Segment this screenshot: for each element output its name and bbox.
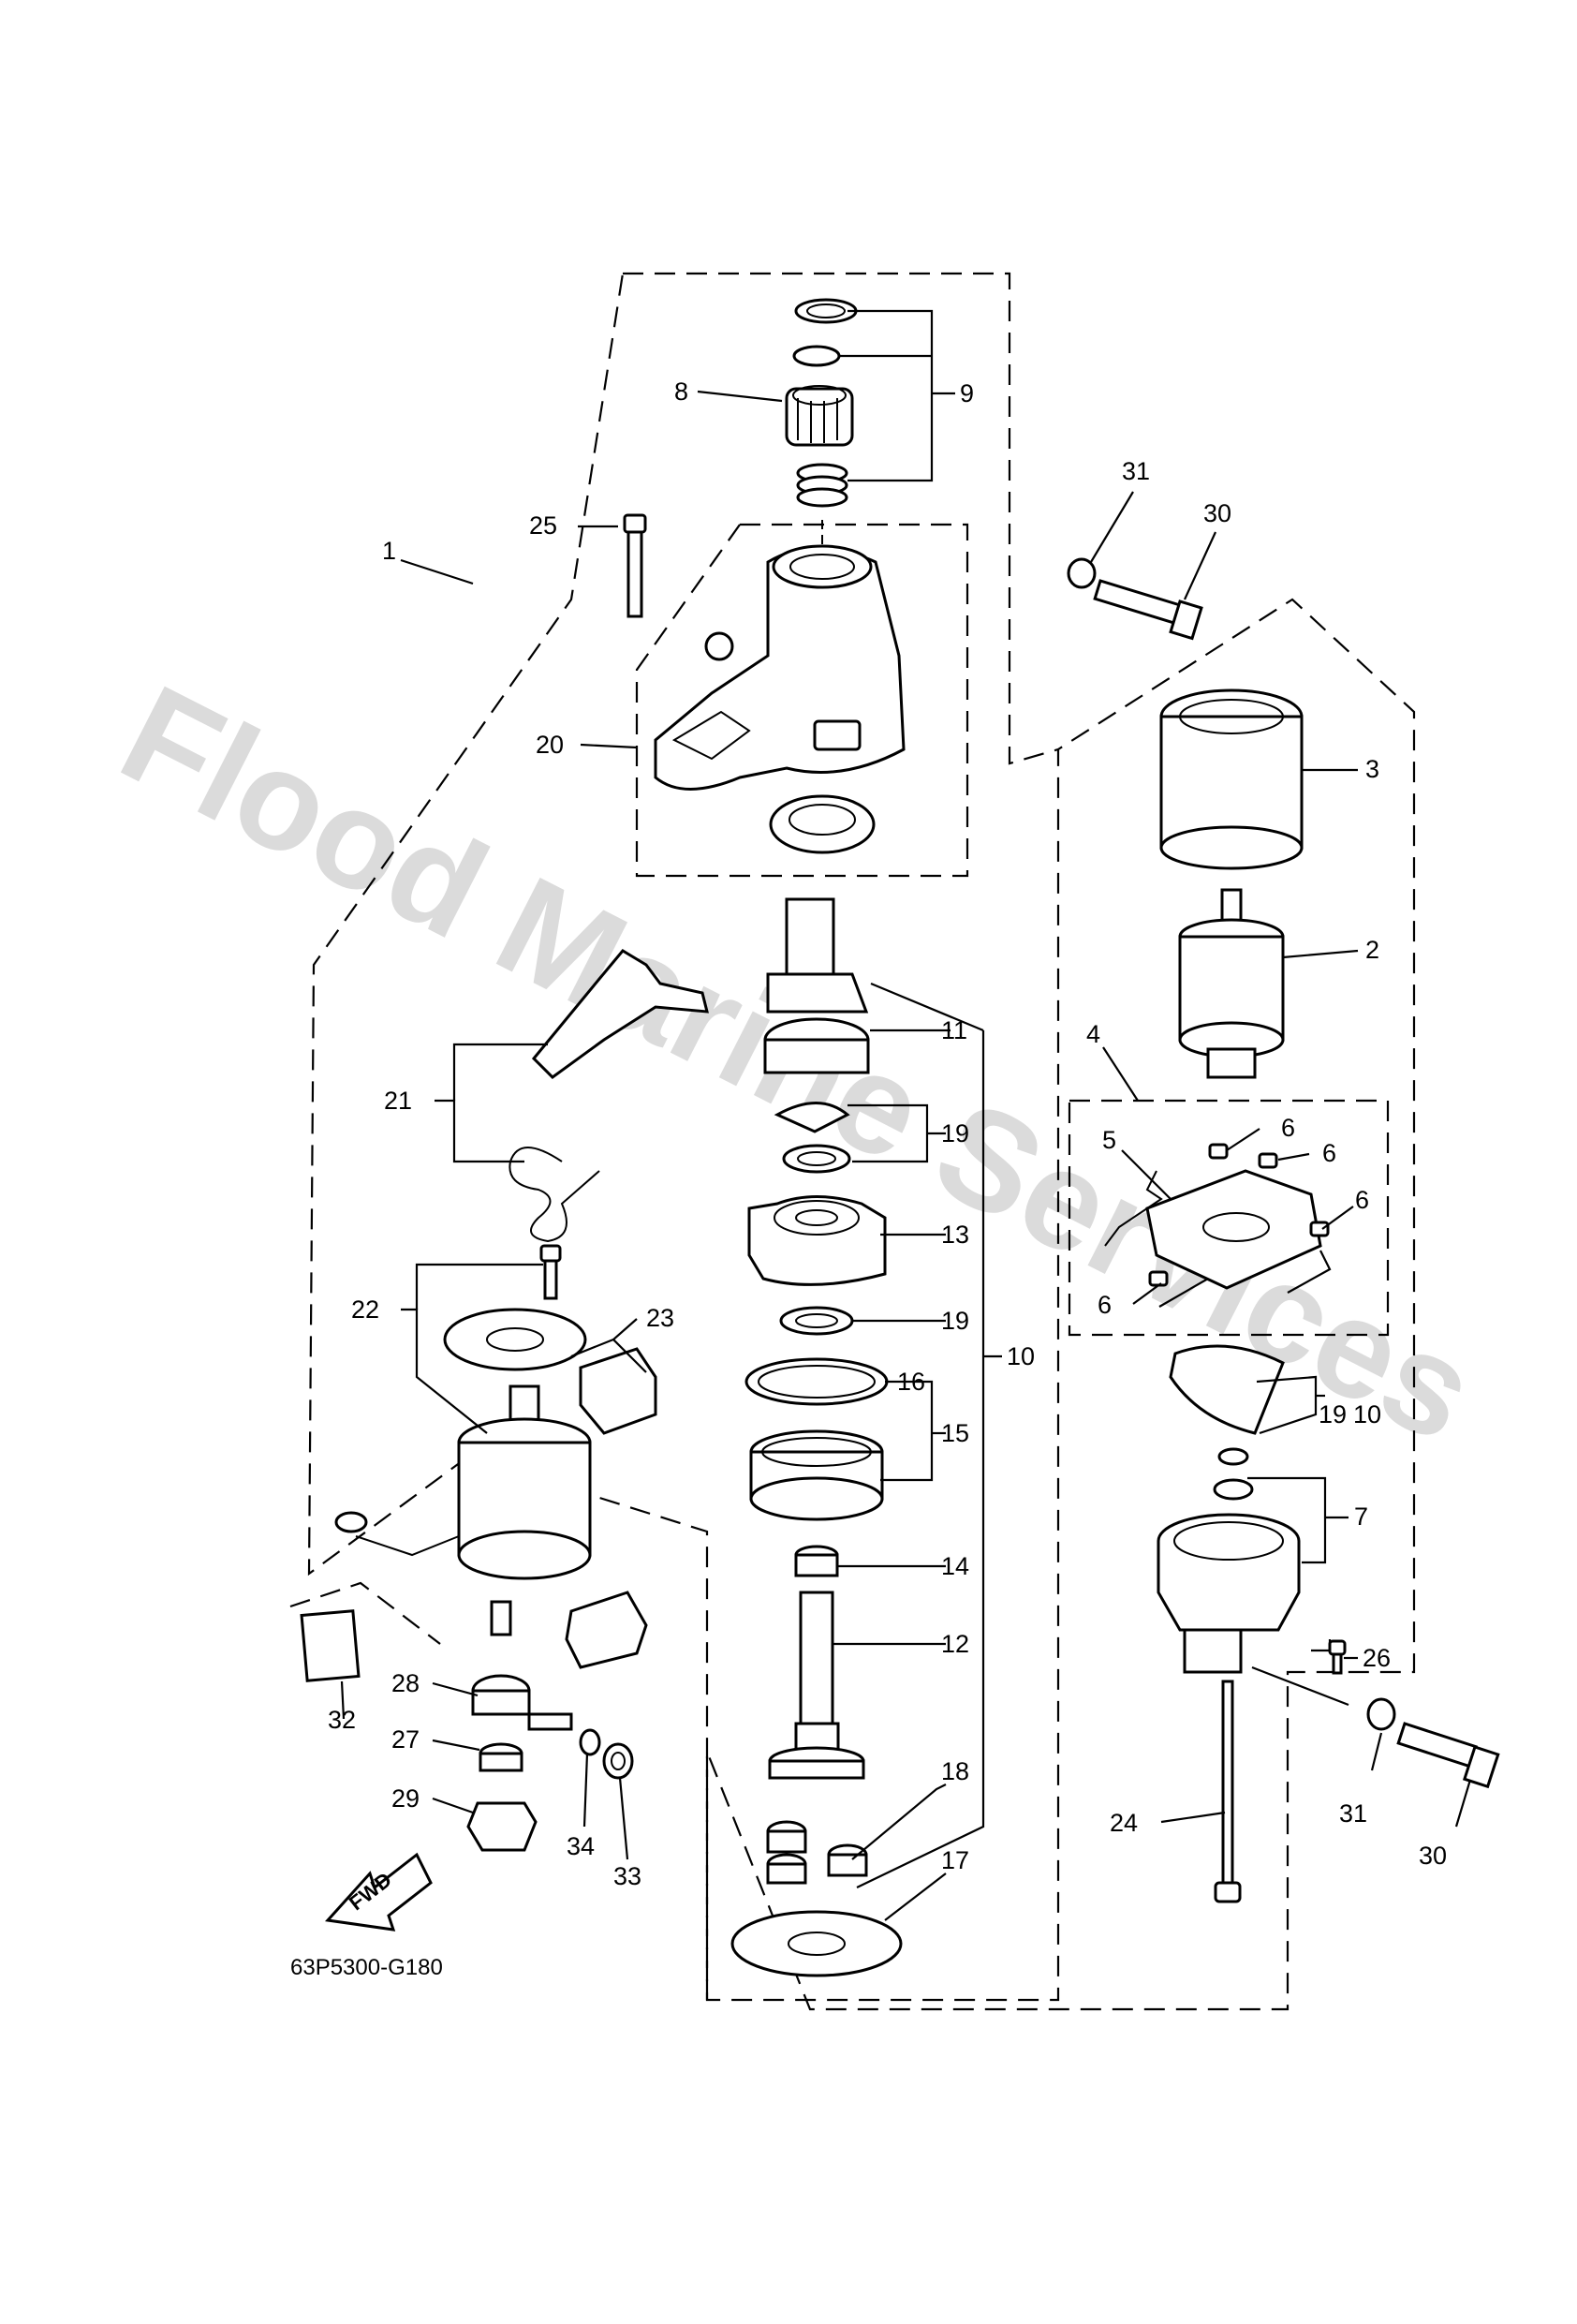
assembly-boundaries xyxy=(289,272,1416,2011)
callout-19a: 19 xyxy=(941,1119,969,1147)
callout-14: 14 xyxy=(941,1552,969,1580)
terminal-nut xyxy=(479,1742,523,1772)
shift-lever-fork xyxy=(531,949,709,1079)
end-frame-screw xyxy=(1328,1639,1347,1675)
bushing xyxy=(794,1545,839,1577)
callout-30b: 30 xyxy=(1419,1842,1447,1870)
callout-6d: 6 xyxy=(1098,1291,1112,1319)
pinion-cap xyxy=(794,298,858,324)
gasket-ring xyxy=(744,1357,889,1406)
bolt-washer-upper xyxy=(1067,557,1097,589)
callout-3: 3 xyxy=(1365,755,1379,783)
thrust-washer-upper xyxy=(782,1144,851,1174)
callout-28: 28 xyxy=(391,1669,420,1697)
callout-24: 24 xyxy=(1110,1809,1138,1837)
rubber-cap xyxy=(565,1591,648,1669)
solenoid-gasket xyxy=(443,1308,587,1371)
callout-6b: 6 xyxy=(1322,1139,1336,1167)
callout-9: 9 xyxy=(960,379,974,407)
callout-31b: 31 xyxy=(1339,1799,1367,1828)
callout-33: 33 xyxy=(613,1862,641,1890)
callout-31a: 31 xyxy=(1122,457,1150,485)
brush-lead xyxy=(1104,1170,1163,1247)
callout-26: 26 xyxy=(1363,1644,1391,1672)
callout-20: 20 xyxy=(536,731,564,759)
callout-32: 32 xyxy=(328,1706,356,1734)
spring-washer xyxy=(579,1728,601,1756)
brushes xyxy=(1148,1143,1330,1287)
brush-holder-assembly xyxy=(1145,1169,1322,1290)
callout-16: 16 xyxy=(897,1368,925,1396)
pinion-ring xyxy=(792,345,841,367)
commutator-plate xyxy=(1169,1344,1285,1435)
callout-2: 2 xyxy=(1365,936,1379,964)
callout-1: 1 xyxy=(382,537,396,565)
callout-5: 5 xyxy=(1102,1126,1116,1154)
end-frame-washer xyxy=(1213,1447,1254,1501)
callout-18: 18 xyxy=(941,1757,969,1785)
planet-gears xyxy=(766,1820,868,1885)
caution-label xyxy=(300,1609,361,1682)
through-bolt-upper xyxy=(1093,579,1203,641)
bolt-washer-lower xyxy=(1366,1697,1396,1731)
internal-gear xyxy=(749,1429,884,1521)
diagram-code: 63P5300-G180 xyxy=(290,1955,443,1980)
armature xyxy=(1178,888,1285,1079)
solenoid xyxy=(457,1384,592,1636)
yoke-assembly xyxy=(1159,688,1304,870)
front-housing xyxy=(654,544,906,791)
through-bolt-long xyxy=(1214,1680,1242,1903)
callout-15: 15 xyxy=(941,1419,969,1447)
e-clip xyxy=(774,1102,850,1133)
solenoid-screw xyxy=(539,1244,562,1300)
rear-end-frame xyxy=(1157,1513,1301,1674)
callout-10: 10 xyxy=(1007,1342,1035,1370)
pinion-spring xyxy=(796,463,848,508)
callout-23: 23 xyxy=(646,1304,674,1332)
rubber-damper xyxy=(579,1347,657,1435)
callout-29: 29 xyxy=(391,1784,420,1813)
callout-21: 21 xyxy=(384,1087,412,1115)
callout-34: 34 xyxy=(567,1832,595,1860)
callout-6a: 6 xyxy=(1281,1114,1295,1142)
callout-25: 25 xyxy=(529,511,557,540)
callout-labels: 1 2 3 4 5 6 6 6 6 7 8 9 10 10 11 12 13 1… xyxy=(328,377,1447,1890)
callout-22: 22 xyxy=(351,1295,379,1324)
through-bolt-short xyxy=(623,513,647,618)
callout-27: 27 xyxy=(391,1725,420,1754)
bearing-plate xyxy=(747,1195,887,1286)
callout-10b: 10 xyxy=(1353,1400,1381,1428)
hex-nut xyxy=(602,1742,634,1780)
callout-8: 8 xyxy=(674,377,688,406)
callout-19c: 19 xyxy=(1319,1400,1347,1428)
terminal-cap xyxy=(466,1801,538,1852)
drive-shaft xyxy=(763,897,870,1074)
callout-17: 17 xyxy=(941,1846,969,1874)
callout-13: 13 xyxy=(941,1221,969,1249)
cover-plate xyxy=(730,1910,903,1977)
callout-12: 12 xyxy=(941,1630,969,1658)
lever-spring xyxy=(508,1147,600,1243)
planet-carrier-shaft xyxy=(768,1591,865,1780)
fwd-arrow: FWD xyxy=(325,1852,433,1932)
front-bearing xyxy=(769,794,876,854)
pinion-gear xyxy=(785,385,854,447)
callout-30a: 30 xyxy=(1203,499,1231,527)
thrust-washer-lower xyxy=(779,1306,854,1336)
solenoid-lead-wire xyxy=(334,1511,460,1557)
leader-lines xyxy=(340,309,1472,1921)
through-bolt-lower xyxy=(1396,1722,1500,1789)
callout-4: 4 xyxy=(1086,1020,1100,1048)
callout-7: 7 xyxy=(1354,1502,1368,1531)
callout-11: 11 xyxy=(941,1016,967,1044)
terminal-bolt xyxy=(471,1674,573,1731)
callout-6c: 6 xyxy=(1355,1186,1369,1214)
callout-19b: 19 xyxy=(941,1307,969,1335)
